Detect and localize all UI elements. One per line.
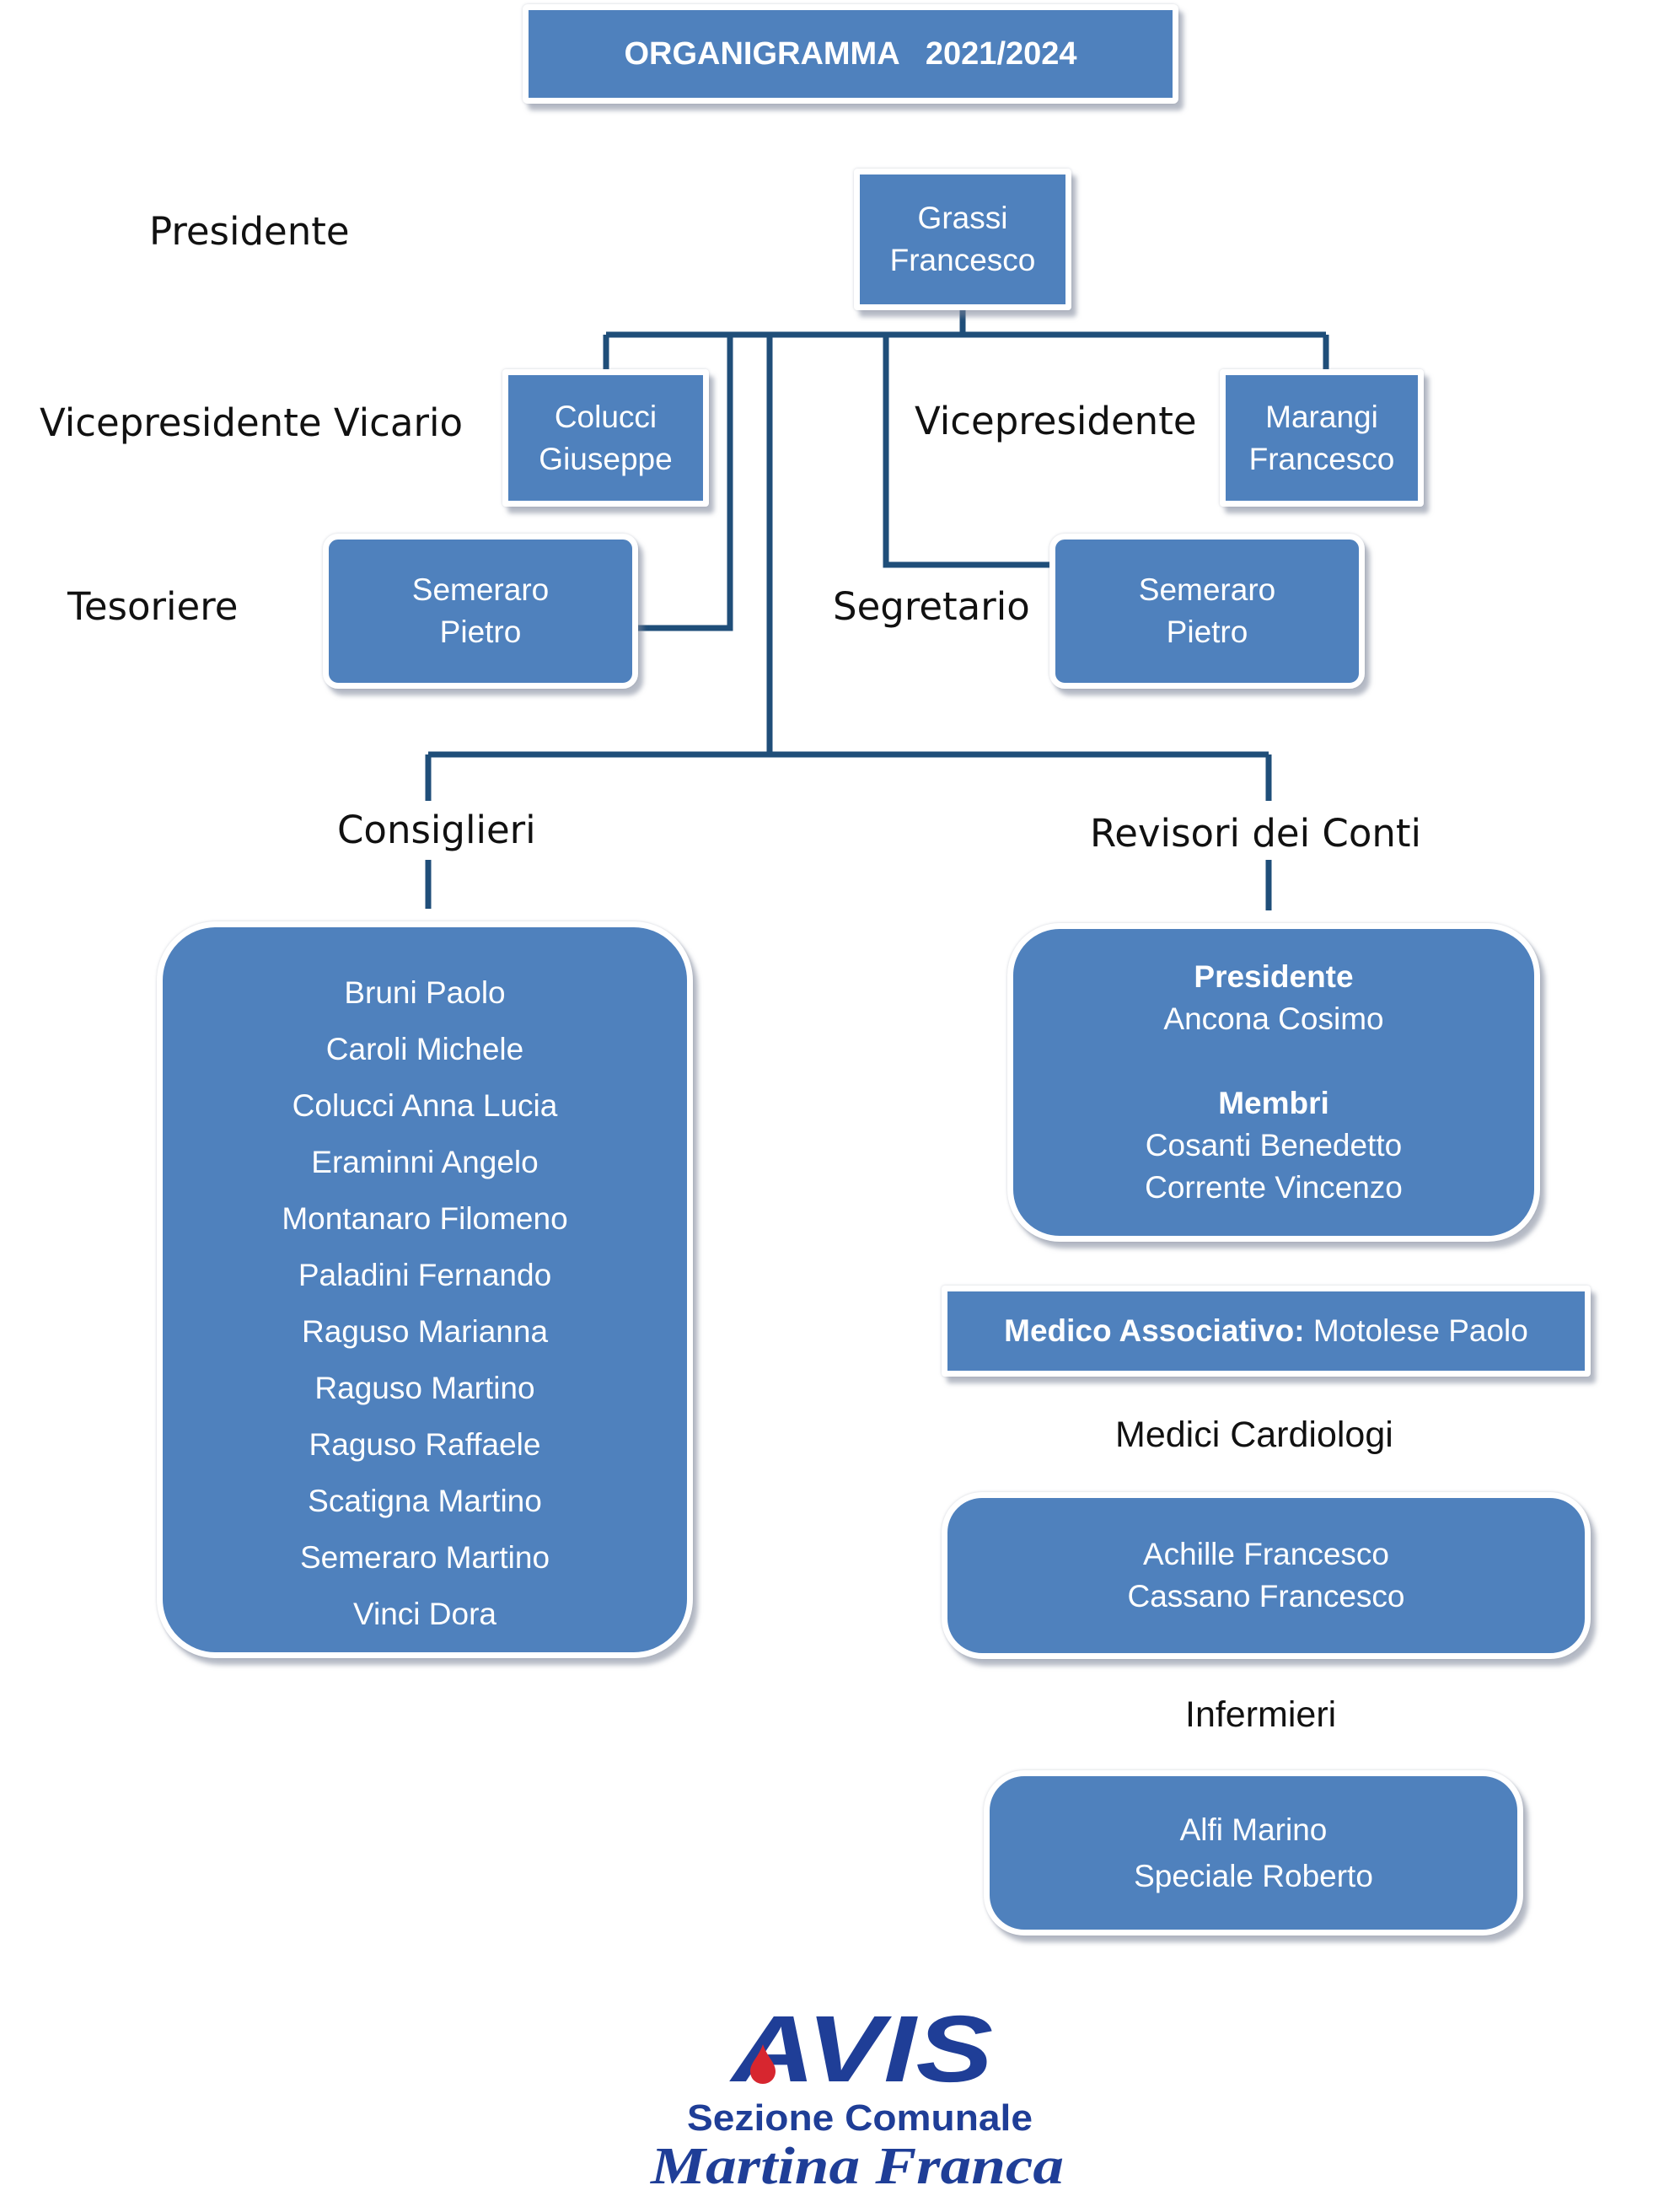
consigliere-name: Caroli Michele [325,1032,524,1066]
logo-line1: Sezione Comunale [687,2097,1033,2139]
node-tesoriere-surname: Semeraro [411,572,550,607]
chart-title: ORGANIGRAMMA 2021/2024 [624,36,1077,72]
label-revisori: Revisori dei Conti [1090,811,1422,856]
label-medici-cardiologi: Medici Cardiologi [1115,1415,1393,1455]
node-vicepresidente: Marangi Francesco [1220,369,1424,507]
cardiologo-name: Cassano Francesco [1127,1579,1405,1613]
node-segretario-surname: Semeraro [1138,572,1276,607]
node-segretario: Semeraro Pietro [1049,534,1365,689]
consigliere-name: Raguso Raffaele [309,1427,541,1462]
node-medico-associativo: Medico Associativo: Motolese Paolo [942,1286,1591,1377]
node-vicario-name: Giuseppe [539,441,673,476]
consigliere-name: Eraminni Angelo [311,1145,539,1179]
consigliere-name: Semeraro Martino [299,1540,550,1575]
revisori-membro-name: Cosanti Benedetto [1145,1128,1403,1162]
node-tesoriere: Semeraro Pietro [323,534,638,689]
medico-associativo-name: Motolese Paolo [1312,1313,1528,1348]
consigliere-name: Raguso Marianna [301,1314,549,1349]
consigliere-name: Paladini Fernando [298,1258,552,1292]
label-presidente: Presidente [149,209,350,254]
node-revisori: Presidente Ancona Cosimo Membri Cosanti … [1007,923,1540,1242]
revisori-presidente-name: Ancona Cosimo [1163,1001,1384,1036]
node-vicepresidente-vicario: Colucci Giuseppe [502,369,709,507]
revisori-membro-name: Corrente Vincenzo [1145,1170,1403,1205]
node-infermieri: Alfi Marino Speciale Roberto [984,1770,1523,1936]
consigliere-name: Montanaro Filomeno [282,1201,568,1236]
revisori-membri-heading: Membri [1218,1086,1329,1120]
node-presidente-name: Francesco [889,243,1036,277]
label-vicepresidente-vicario: Vicepresidente Vicario [40,400,463,445]
consigliere-name: Raguso Martino [314,1371,535,1405]
node-medici-cardiologi: Achille Francesco Cassano Francesco [942,1492,1591,1659]
consigliere-name: Vinci Dora [352,1597,496,1631]
chart-title-box: ORGANIGRAMMA 2021/2024 [523,4,1178,104]
label-vicepresidente: Vicepresidente [915,399,1197,443]
logo-wordmark: AVIS [728,2011,993,2102]
label-segretario: Segretario [833,584,1030,629]
node-segretario-name: Pietro [1166,615,1248,649]
node-vicepresidente-name: Francesco [1248,441,1395,476]
node-vicepresidente-surname: Marangi [1265,399,1378,434]
medico-associativo-label: Medico Associativo: [1004,1313,1305,1348]
consigliere-name: Colucci Anna Lucia [292,1088,558,1123]
logo-line2: Martina Franca [650,2138,1064,2195]
cardiologo-name: Achille Francesco [1142,1537,1389,1571]
consigliere-name: Scatigna Martino [308,1484,542,1518]
node-presidente: Grassi Francesco [854,169,1071,310]
avis-logo: AVIS Sezione Comunale Martina Franca [650,2011,1064,2195]
node-consiglieri: Bruni Paolo Caroli Michele Colucci Anna … [157,921,693,1658]
blood-drop-icon [750,2044,776,2084]
node-presidente-surname: Grassi [917,201,1008,235]
label-infermieri: Infermieri [1185,1694,1337,1735]
node-vicario-surname: Colucci [554,399,658,434]
revisori-presidente-heading: Presidente [1194,959,1354,994]
infermiere-name: Speciale Roberto [1134,1859,1373,1893]
consigliere-name: Bruni Paolo [344,975,506,1010]
label-consiglieri: Consiglieri [337,808,536,852]
infermiere-name: Alfi Marino [1179,1812,1328,1847]
label-tesoriere: Tesoriere [67,584,239,629]
node-tesoriere-name: Pietro [439,615,522,649]
medico-associativo-line: Medico Associativo: Motolese Paolo [1004,1310,1528,1352]
